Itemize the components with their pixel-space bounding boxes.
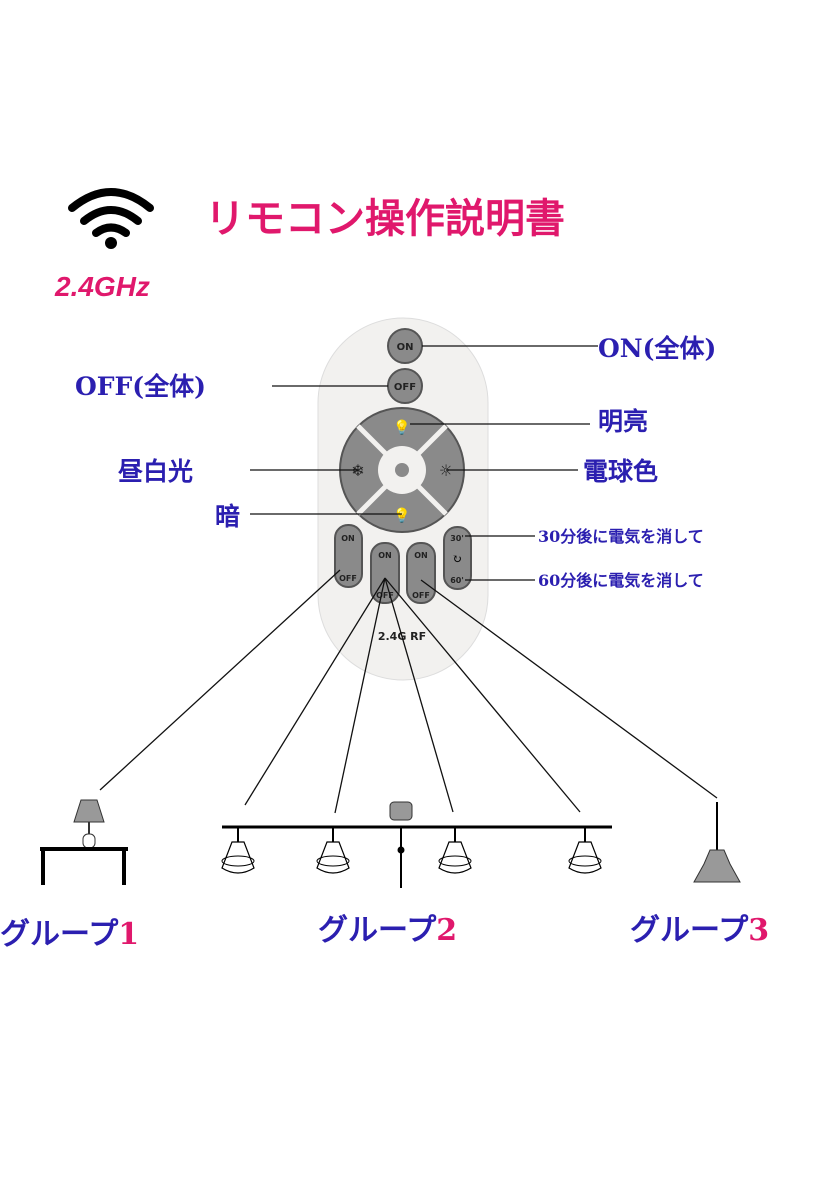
group2-button[interactable]: ON OFF (370, 542, 400, 604)
svg-text:OFF: OFF (394, 382, 416, 393)
callout-bright: 明亮 (598, 407, 648, 436)
timer-icon: ↻ (452, 552, 462, 566)
svg-text:ON: ON (341, 534, 355, 543)
svg-text:30': 30' (450, 534, 464, 543)
group2-label: グループ2 (318, 913, 457, 948)
callout-on-all: ON(全体) (598, 334, 716, 363)
wifi-icon (68, 188, 154, 249)
page-title: リモコン操作説明書 (205, 196, 565, 242)
timer-button[interactable]: 30' ↻ 60' (443, 526, 472, 590)
callout-dim: 暗 (215, 502, 240, 531)
frequency-label: 2.4GHz (54, 271, 150, 302)
bright-button[interactable]: 💡 (393, 419, 410, 436)
callout-warm: 電球色 (583, 457, 658, 486)
center-button[interactable] (395, 463, 409, 477)
group3-label: グループ3 (630, 913, 769, 948)
group1-button[interactable]: ON OFF (334, 524, 363, 588)
svg-text:OFF: OFF (376, 591, 394, 600)
callout-timer60: 60分後に電気を消して (538, 571, 704, 590)
callout-lines (99, 345, 718, 814)
pendant-lamp-illustration (693, 802, 741, 883)
svg-text:ON: ON (378, 551, 392, 560)
group3-button[interactable]: ON OFF (406, 542, 436, 604)
callout-off-all: OFF(全体) (75, 372, 206, 401)
svg-text:60': 60' (450, 576, 464, 585)
callout-timer30: 30分後に電気を消して (538, 527, 704, 546)
callout-daylight: 昼白光 (118, 457, 193, 486)
svg-text:ON: ON (414, 551, 428, 560)
table-lamp-illustration (40, 799, 128, 885)
off-button[interactable]: OFF (387, 368, 423, 404)
track-lights-illustration (221, 801, 612, 888)
dim-button[interactable]: 💡 (393, 507, 410, 524)
svg-text:OFF: OFF (339, 574, 357, 583)
group1-label: グループ1 (0, 917, 139, 952)
svg-text:ON: ON (397, 342, 414, 353)
svg-text:OFF: OFF (412, 591, 430, 600)
on-button[interactable]: ON (387, 328, 423, 364)
